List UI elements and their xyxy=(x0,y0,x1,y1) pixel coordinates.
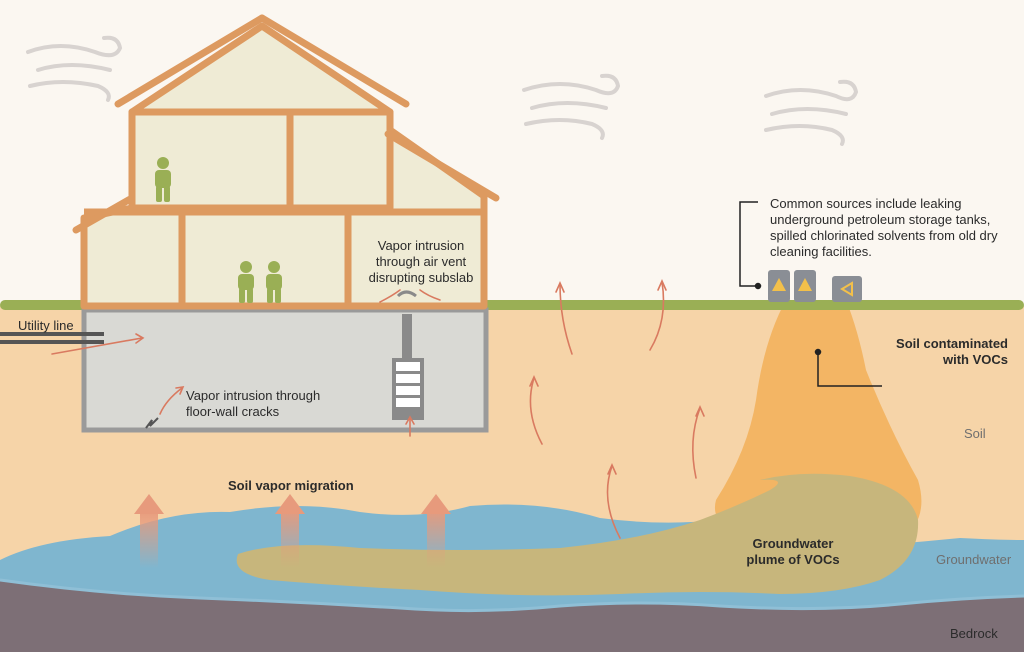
person-icon xyxy=(238,261,254,303)
vent-pipe xyxy=(392,290,424,420)
person-icon xyxy=(155,157,171,202)
tank-icon xyxy=(794,270,816,302)
tank-icon xyxy=(768,270,790,302)
bedrock-layer-label: Bedrock xyxy=(950,626,998,641)
tank-icon xyxy=(832,276,862,302)
soil-layer-label: Soil xyxy=(964,426,986,441)
up-arrow-icon xyxy=(134,494,164,568)
bedrock-layer xyxy=(0,580,1024,652)
groundwater-plume xyxy=(236,473,919,596)
floor-wall-cracks-label: Vapor intrusion through floor-wall crack… xyxy=(186,388,321,419)
common-sources-label: Common sources include leaking undergrou… xyxy=(770,196,998,259)
person-icon xyxy=(266,261,282,303)
wind-swirl-icon xyxy=(764,79,859,146)
soil-contaminated-label: Soil contaminated with VOCs xyxy=(896,336,1008,367)
utility-line-label: Utility line xyxy=(18,318,74,333)
crack-icon xyxy=(145,417,159,429)
up-arrow-icon xyxy=(275,494,305,568)
soil-vapor-migration-label: Soil vapor migration xyxy=(228,478,354,493)
callout-lines xyxy=(739,201,882,387)
wind-swirl-icon xyxy=(26,35,123,102)
utility-line xyxy=(0,332,104,344)
groundwater-plume-label: Groundwater plume of VOCs xyxy=(746,536,840,567)
up-arrow-icon xyxy=(421,494,451,568)
vapor-arrows xyxy=(51,279,705,539)
wind-swirl-icon xyxy=(522,73,621,140)
groundwater-layer-label: Groundwater xyxy=(936,552,1012,567)
air-vent-label: Vapor intrusion through air vent disrupt… xyxy=(368,238,474,285)
